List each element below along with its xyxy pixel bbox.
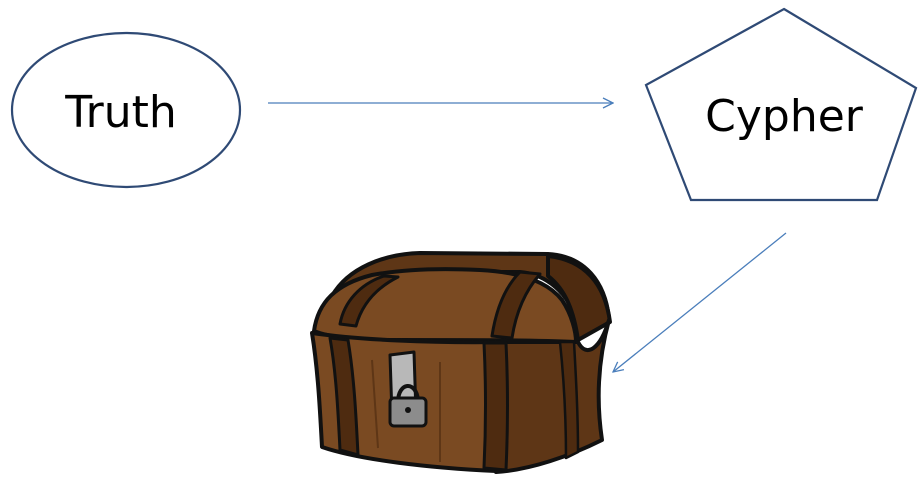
truth-label: Truth bbox=[64, 87, 177, 138]
chest-lid-band-right bbox=[490, 270, 542, 340]
cypher-pentagon bbox=[644, 7, 918, 202]
chest-body-band-left bbox=[328, 336, 360, 457]
lock-keyhole bbox=[405, 407, 411, 413]
truth-ellipse bbox=[10, 31, 242, 189]
cypher-node: Cypher bbox=[644, 7, 918, 202]
chest-lid-band-left bbox=[338, 274, 400, 328]
cypher-label: Cypher bbox=[705, 91, 864, 142]
treasure-chest-icon bbox=[310, 251, 612, 474]
chest-side-band bbox=[558, 340, 580, 460]
chest-body-band-right bbox=[482, 341, 509, 472]
truth-node: Truth bbox=[10, 31, 242, 189]
chest-wood-grain bbox=[371, 359, 442, 462]
padlock-icon bbox=[388, 350, 428, 428]
arrow-cypher-to-chest bbox=[613, 232, 787, 372]
chest-body-side bbox=[494, 318, 611, 474]
